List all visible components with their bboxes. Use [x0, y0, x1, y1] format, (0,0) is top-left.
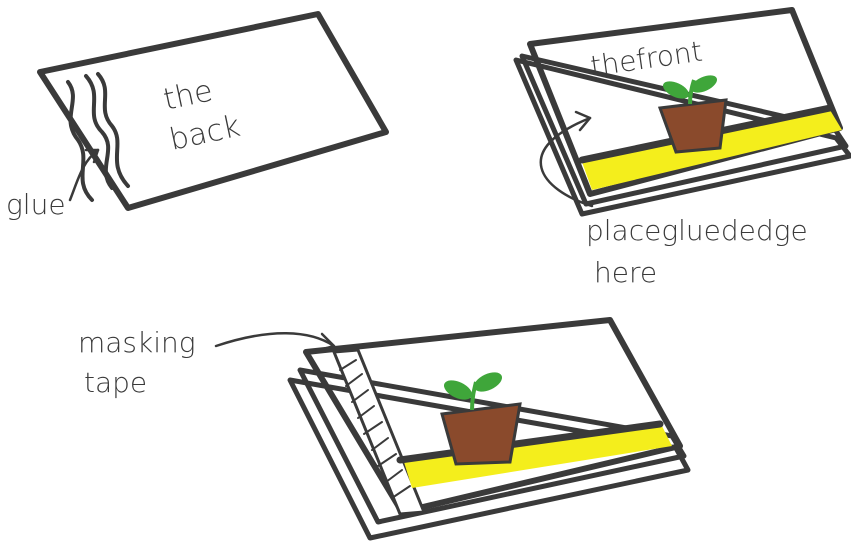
taped-pot	[442, 404, 520, 464]
the-back-label-line1: the	[160, 73, 215, 117]
the-front-label: thefront	[588, 35, 704, 83]
the-back-label-line2: back	[166, 109, 243, 158]
front-leaf-right	[688, 72, 719, 97]
taped-book-illustration: masking tape	[78, 320, 688, 538]
masking-tape-arrow	[216, 333, 334, 346]
glue-label: glue	[6, 188, 66, 221]
taped-leaf-right	[471, 368, 505, 395]
tape-label: tape	[84, 366, 147, 399]
back-card-illustration: the back glue	[6, 14, 386, 221]
glue-squiggle-outer	[68, 82, 92, 200]
glue-squiggle-middle	[86, 76, 112, 188]
place-glued-edge-label: placegluededge	[586, 214, 808, 247]
masking-label: masking	[78, 326, 196, 359]
seedling-in-pot-icon	[441, 368, 520, 464]
place-here-label: here	[594, 256, 657, 289]
front-book-illustration: thefront placegluededge here	[516, 10, 850, 289]
